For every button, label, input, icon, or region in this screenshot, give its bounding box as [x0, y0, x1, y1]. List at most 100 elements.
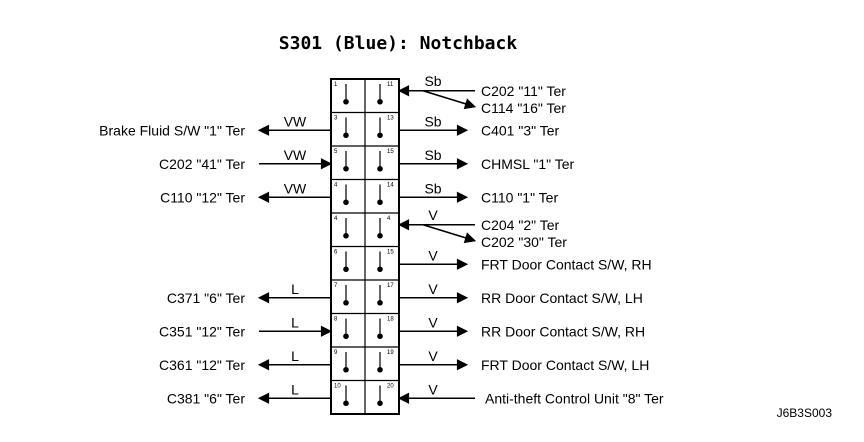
pin-number-left: 7 — [334, 283, 338, 289]
terminal-label: C114 "16" Ter — [481, 100, 566, 116]
wire-color-label: Sb — [424, 147, 441, 163]
terminal-label: C361 "12" Ter — [159, 357, 245, 373]
diagram-title: S301 (Blue): Notchback — [279, 33, 518, 54]
wire-color-label: V — [428, 348, 438, 364]
pin-terminal — [343, 165, 349, 172]
terminal-label: C401 "3" Ter — [481, 122, 560, 138]
pin-number-left: 10 — [334, 384, 341, 390]
pin-number-left: 4 — [334, 183, 338, 189]
terminal-label: C204 "2" Ter — [481, 217, 560, 233]
left-connection: VW Brake Fluid S/W "1" Ter — [99, 113, 331, 138]
right-connection: V FRT Door Contact S/W, RH — [399, 247, 652, 272]
pin-terminal — [377, 400, 383, 407]
pin-number-left: 3 — [334, 116, 338, 122]
left-connection: L C361 "12" Ter — [159, 348, 331, 373]
pin-number-right: 4 — [387, 216, 391, 222]
terminal-label: CHMSL "1" Ter — [481, 156, 575, 172]
wire-color-label: V — [428, 381, 438, 397]
pin-terminal — [377, 266, 383, 273]
pin-number-left: 9 — [334, 350, 338, 356]
pin-number-left: 5 — [334, 149, 338, 155]
pin-number-left: 4 — [334, 216, 338, 222]
right-connection: V RR Door Contact S/W, LH — [399, 281, 643, 306]
wire-color-label: V — [428, 314, 438, 330]
pin-number-right: 15 — [387, 250, 394, 256]
terminal-label: C202 "11" Ter — [481, 83, 566, 99]
pin-terminal — [343, 333, 349, 340]
left-connection: L C381 "6" Ter — [167, 381, 331, 406]
wire-color-label: L — [291, 281, 299, 297]
wire-color-label: V — [428, 281, 438, 297]
pin-number-left: 6 — [334, 250, 338, 256]
pin-terminal — [377, 333, 383, 340]
pin-number-right: 13 — [387, 116, 394, 122]
terminal-label: C110 "1" Ter — [481, 189, 558, 205]
pin-terminal — [343, 232, 349, 239]
terminal-label: RR Door Contact S/W, RH — [481, 323, 645, 339]
pin-number-right: 15 — [387, 149, 394, 155]
wire-color-label: L — [291, 314, 299, 330]
wire-branch — [422, 89, 477, 110]
pin-terminal — [377, 165, 383, 172]
pin-number-right: 18 — [387, 317, 394, 323]
wire-color-label: VW — [284, 113, 307, 129]
terminal-label: RR Door Contact S/W, LH — [481, 290, 643, 306]
pin-terminal — [377, 366, 383, 373]
drawing-code: J6B3S003 — [777, 406, 833, 420]
pin-terminal — [377, 199, 383, 206]
pin-number-left: 1 — [334, 82, 338, 88]
terminal-label: C371 "6" Ter — [167, 290, 246, 306]
left-connection: L C351 "12" Ter — [159, 314, 333, 339]
pin-terminal — [343, 199, 349, 206]
wire-color-label: VW — [284, 147, 307, 163]
pin-number-right: 17 — [387, 283, 394, 289]
terminal-label: FRT Door Contact S/W, RH — [481, 256, 652, 272]
pin-terminal — [343, 266, 349, 273]
pin-terminal — [343, 299, 349, 306]
right-connection: V FRT Door Contact S/W, LH — [399, 348, 649, 373]
pin-terminal — [343, 132, 349, 139]
pin-number-right: 14 — [387, 183, 394, 189]
pin-terminal — [377, 232, 383, 239]
pin-number-right: 11 — [387, 82, 394, 88]
pin-terminal — [377, 98, 383, 105]
wire-branch — [422, 223, 477, 244]
wire-color-label: V — [428, 247, 438, 263]
pin-terminal — [343, 366, 349, 373]
pin-terminal — [377, 299, 383, 306]
terminal-label: C202 "41" Ter — [159, 156, 245, 172]
wire-color-label: V — [428, 207, 438, 223]
left-connection: L C371 "6" Ter — [167, 281, 331, 306]
terminal-label: C351 "12" Ter — [159, 323, 245, 339]
wire-color-label: Sb — [424, 180, 441, 196]
wire-color-label: VW — [284, 180, 307, 196]
pin-number-left: 8 — [334, 317, 338, 323]
terminal-label: Anti-theft Control Unit "8" Ter — [485, 390, 664, 406]
wire-color-label: L — [291, 348, 299, 364]
left-connection: VW C202 "41" Ter — [159, 147, 333, 172]
terminal-label: FRT Door Contact S/W, LH — [481, 357, 649, 373]
terminal-label: C381 "6" Ter — [167, 390, 246, 406]
pin-terminal — [343, 400, 349, 407]
right-connection: V RR Door Contact S/W, RH — [399, 314, 645, 339]
pin-terminal — [343, 98, 349, 105]
pin-number-right: 20 — [387, 384, 394, 390]
wire-color-label: Sb — [424, 113, 441, 129]
pin-number-right: 19 — [387, 350, 394, 356]
wire-color-label: L — [291, 381, 299, 397]
terminal-label: C202 "30" Ter — [481, 234, 567, 250]
terminal-label: Brake Fluid S/W "1" Ter — [99, 122, 245, 138]
wire-color-label: Sb — [424, 73, 441, 89]
right-connection: V Anti-theft Control Unit "8" Ter — [397, 381, 664, 406]
pin-terminal — [377, 132, 383, 139]
